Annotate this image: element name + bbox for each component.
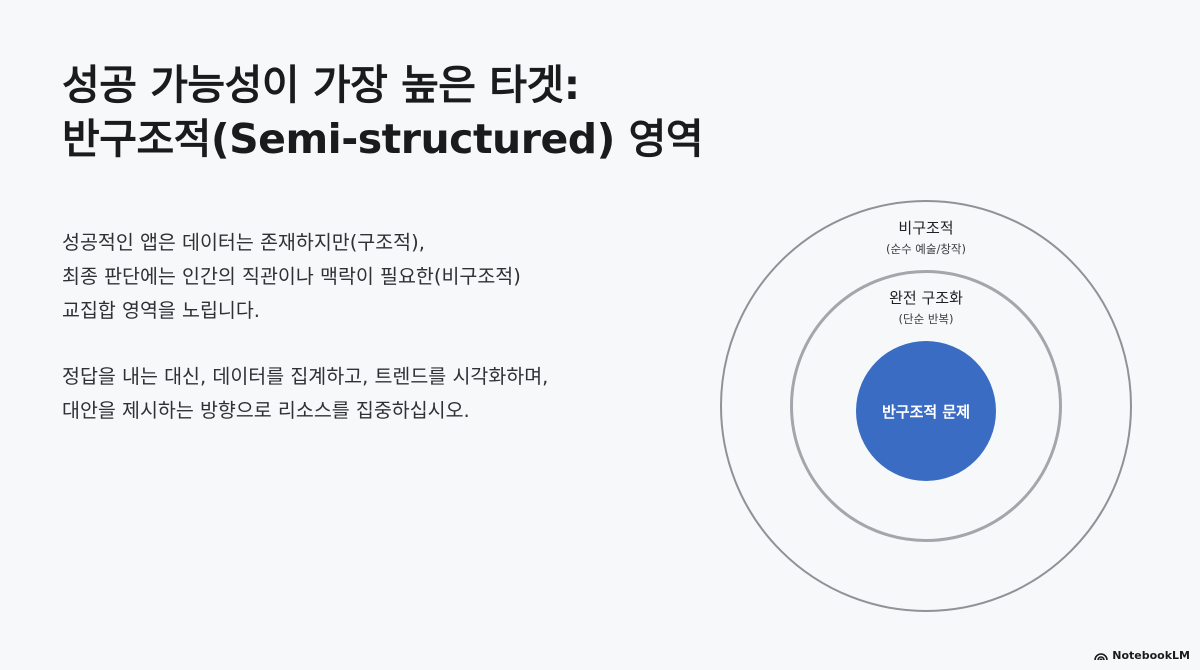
outer-ring-name: 비구조적	[898, 219, 954, 237]
core-circle: 반구조적 문제	[856, 341, 996, 481]
notebooklm-logo-icon	[1094, 652, 1109, 660]
middle-ring	[790, 270, 1062, 542]
outer-ring	[720, 200, 1132, 612]
body-paragraph-1-line: 성공적인 앱은 데이터는 존재하지만(구조적),	[62, 231, 425, 254]
middle-ring-name: 완전 구조화	[889, 289, 963, 307]
body-paragraph-1-line: 교집합 영역을 노립니다.	[62, 299, 260, 322]
core-circle-label: 반구조적 문제	[881, 402, 971, 421]
body-text: 성공적인 앱은 데이터는 존재하지만(구조적), 최종 판단에는 인간의 직관이…	[62, 226, 682, 428]
brand-watermark: NotebookLM	[1094, 649, 1190, 662]
middle-ring-subtitle: (단순 반복)	[898, 312, 954, 326]
concentric-circles-diagram: 비구조적 (순수 예술/창작) 완전 구조화 (단순 반복) 반구조적 문제	[720, 200, 1132, 612]
slide-title-line-1: 성공 가능성이 가장 높은 타겟:	[62, 61, 580, 109]
outer-ring-subtitle: (순수 예술/창작)	[886, 242, 966, 256]
brand-name: NotebookLM	[1112, 649, 1190, 662]
slide-title-line-2: 반구조적(Semi-structured) 영역	[62, 115, 704, 163]
slide-title: 성공 가능성이 가장 높은 타겟: 반구조적(Semi-structured) …	[62, 58, 822, 166]
body-paragraph-2-line: 정답을 내는 대신, 데이터를 집계하고, 트렌드를 시각화하며,	[62, 365, 549, 388]
body-paragraph-1-line: 최종 판단에는 인간의 직관이나 맥락이 필요한(비구조적)	[62, 265, 521, 288]
middle-ring-label: 완전 구조화 (단순 반복)	[720, 288, 1132, 327]
body-paragraph-2-line: 대안을 제시하는 방향으로 리소스를 집중하십시오.	[62, 399, 470, 422]
body-paragraph-1: 성공적인 앱은 데이터는 존재하지만(구조적), 최종 판단에는 인간의 직관이…	[62, 226, 682, 328]
outer-ring-label: 비구조적 (순수 예술/창작)	[720, 218, 1132, 257]
body-paragraph-2: 정답을 내는 대신, 데이터를 집계하고, 트렌드를 시각화하며, 대안을 제시…	[62, 360, 682, 428]
